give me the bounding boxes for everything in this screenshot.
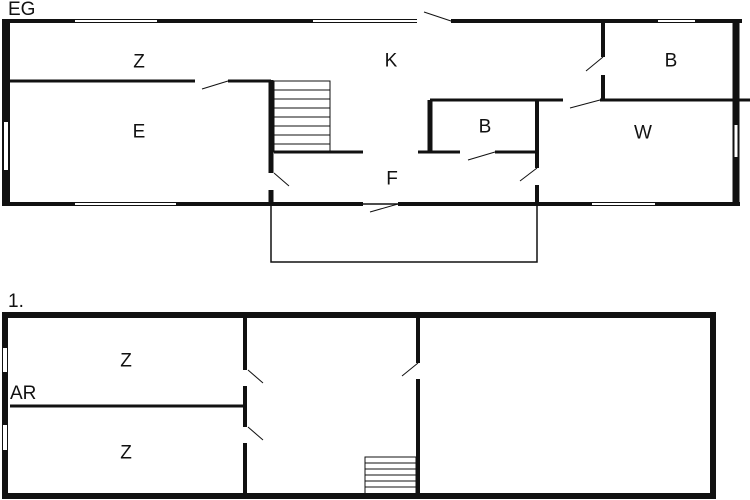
first-floor-plan [2,312,716,499]
door-swings [201,11,604,213]
staircase-ground [273,80,331,153]
floor-label-ground: EG [8,0,36,20]
room-label: F [386,168,398,190]
room-label: E [132,121,146,143]
annotation-label: AR [10,383,37,404]
door-swings-first [247,362,419,441]
interior-walls-first [10,316,420,497]
room-label: W [634,122,652,144]
outer-walls-first [2,312,716,499]
entrance-door-gap [417,18,451,24]
floor-label-first: 1. [8,291,24,312]
room-label: Z [120,350,132,372]
room-label: K [384,50,398,72]
staircase-first [364,456,417,497]
room-label: B [664,50,678,72]
porch-outline [270,203,538,263]
interior-walls [10,21,750,204]
windows [4,20,738,205]
room-label: Z [120,442,132,464]
room-label: Z [133,51,145,73]
ground-floor-plan [2,11,750,263]
room-label: B [478,116,492,138]
